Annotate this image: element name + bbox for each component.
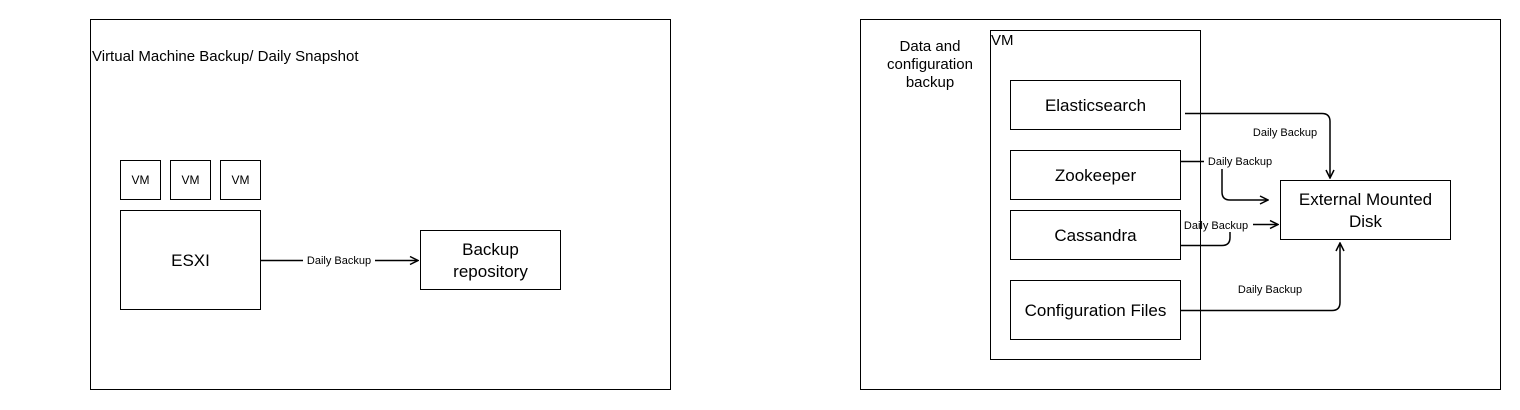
elasticsearch-backup-edge-label: Daily Backup <box>1253 127 1317 139</box>
cassandra-box <box>1010 210 1181 260</box>
vm-backup-title: Virtual Machine Backup/ Daily Snapshot <box>92 48 359 65</box>
zookeeper-box <box>1010 150 1181 200</box>
zookeeper-backup-edge-b <box>1221 169 1268 200</box>
elasticsearch-box <box>1010 80 1181 130</box>
backup-repository-label-2: repository <box>453 262 528 281</box>
external-disk-box <box>1280 180 1451 240</box>
zookeeper-label: Zookeeper <box>1055 166 1137 185</box>
cassandra-backup-edge-label: Daily Backup <box>1184 220 1248 232</box>
vm-box-3-label: VM <box>232 173 250 187</box>
esxi-backup-edge-label: Daily Backup <box>307 255 371 267</box>
backup-repository-box <box>420 230 561 290</box>
external-disk-label-2: Disk <box>1349 212 1383 231</box>
vm-container-label: VM <box>991 32 1014 49</box>
vm-box-2 <box>170 160 211 200</box>
side-label-2: configuration <box>887 56 973 73</box>
configuration-files-label: Configuration Files <box>1025 301 1167 320</box>
configuration-files-box <box>1010 280 1181 340</box>
cassandra-backup-edge-a <box>1180 232 1231 247</box>
cassandra-label: Cassandra <box>1054 226 1137 245</box>
elasticsearch-backup-edge <box>1185 112 1330 179</box>
external-disk-label-1: External Mounted <box>1299 190 1432 209</box>
elasticsearch-label: Elasticsearch <box>1045 96 1146 115</box>
side-label-1: Data and <box>900 38 961 55</box>
side-label-3: backup <box>906 74 954 91</box>
esxi-host-label: ESXI <box>171 251 210 270</box>
vm-box-1 <box>120 160 161 200</box>
esxi-host-box <box>120 210 261 310</box>
configuration-backup-edge-label: Daily Backup <box>1238 284 1302 296</box>
configuration-backup-edge <box>1180 243 1340 312</box>
zookeeper-backup-edge-label: Daily Backup <box>1208 156 1272 168</box>
vm-box-1-label: VM <box>132 173 150 187</box>
backup-repository-label-1: Backup <box>462 240 519 259</box>
vm-backup-panel <box>90 19 671 390</box>
vm-box-2-label: VM <box>182 173 200 187</box>
vm-box-3 <box>220 160 261 200</box>
